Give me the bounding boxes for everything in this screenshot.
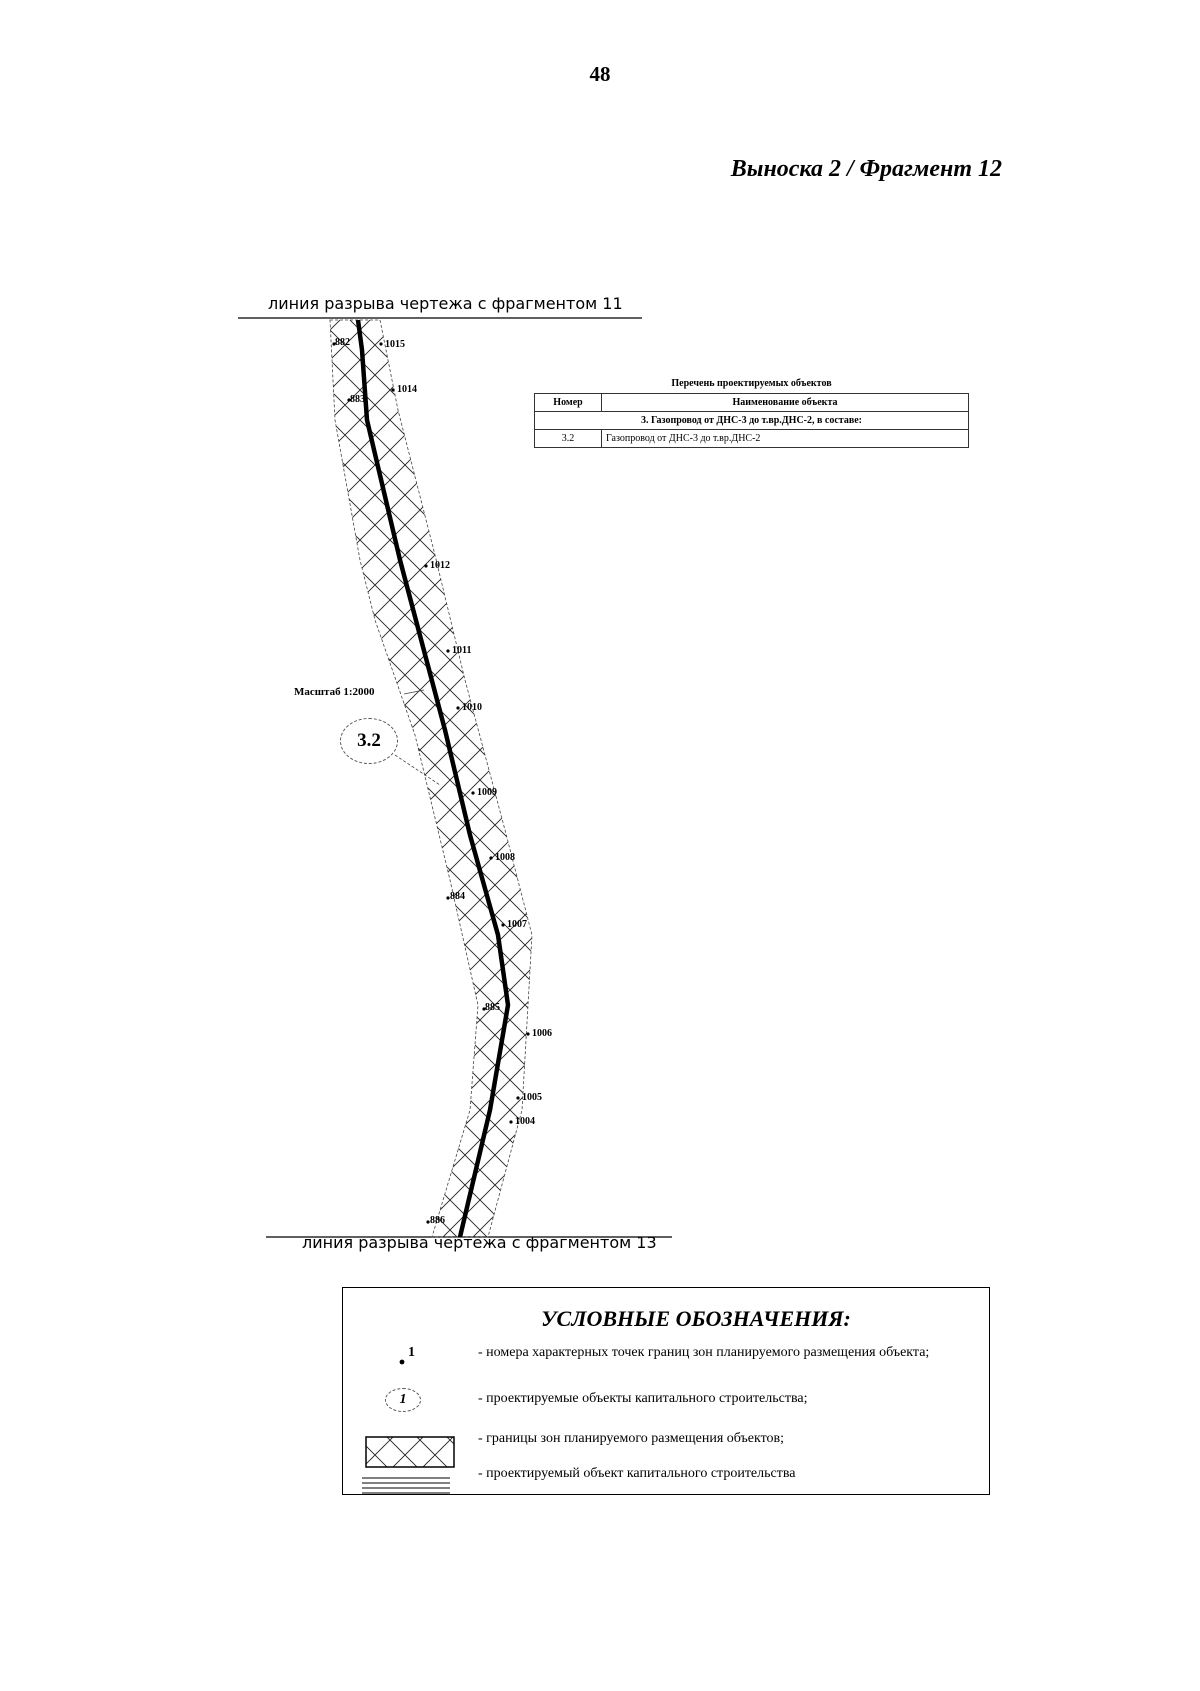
placement-zone: [329, 319, 533, 1238]
legend-title: УСЛОВНЫЕ ОБОЗНАЧЕНИЯ:: [541, 1306, 851, 1331]
point-label: 1005: [522, 1092, 542, 1103]
point-1008-marker: [489, 856, 493, 860]
point-label: 1006: [532, 1028, 552, 1039]
header-number: Номер: [534, 393, 602, 412]
point-label: 1007: [507, 919, 527, 930]
point-1014-marker: [391, 388, 395, 392]
legend-symbols: [362, 1359, 455, 1494]
point-882-marker: [332, 342, 336, 346]
page-number: 48: [589, 62, 611, 86]
object-leader: [394, 754, 441, 786]
point-label: 884: [450, 891, 465, 902]
point-1010-marker: [456, 706, 460, 710]
point-label: 883: [350, 394, 365, 405]
legend-zone-swatch: [365, 1436, 455, 1468]
objects-table: Номер Наименование объекта 3. Газопровод…: [534, 393, 969, 448]
point-label: 1004: [515, 1116, 535, 1127]
point-885-marker: [482, 1007, 486, 1011]
point-884-marker: [446, 896, 450, 900]
objects-table-title: Перечень проектируемых объектов: [671, 378, 832, 389]
point-label: 1014: [397, 384, 417, 395]
point-label: 1008: [495, 852, 515, 863]
break-line-bottom-label: линия разрыва чертежа с фрагментом 13: [302, 1233, 657, 1252]
scale-leader: [403, 689, 425, 695]
point-1012-marker: [424, 564, 428, 568]
point-label: 885: [485, 1002, 500, 1013]
point-label: 1011: [452, 645, 472, 656]
legend-item: - номера характерных точек границ зон пл…: [478, 1345, 930, 1360]
point-label: 886: [430, 1215, 445, 1226]
break-line-top-label: линия разрыва чертежа с фрагментом 11: [268, 294, 623, 313]
table-header-row: Номер Наименование объекта: [534, 393, 969, 412]
legend-object-badge: 1: [385, 1388, 421, 1412]
legend-item: - проектируемые объекты капитального стр…: [478, 1391, 808, 1406]
point-1005-marker: [516, 1096, 520, 1100]
objects-table-block: Перечень проектируемых объектов Номер На…: [534, 378, 969, 448]
point-1007-marker: [501, 923, 505, 927]
legend-point-number: 1: [408, 1345, 415, 1360]
legend-item: - границы зон планируемого размещения об…: [478, 1431, 785, 1446]
point-1004-marker: [509, 1120, 513, 1124]
point-label: 1010: [462, 702, 482, 713]
point-1015-marker: [379, 342, 383, 346]
point-label: 1009: [477, 787, 497, 798]
point-1011-marker: [446, 649, 450, 653]
header-name: Наименование объекта: [601, 393, 969, 412]
point-883-marker: [347, 398, 351, 402]
point-886-marker: [426, 1220, 430, 1224]
point-label: 882: [335, 337, 350, 348]
legend-point-dot: [399, 1359, 405, 1365]
legend-item: - проектируемый объект капитального стро…: [478, 1466, 796, 1481]
scale-label: Масштаб 1:2000: [294, 686, 375, 698]
legend-box: УСЛОВНЫЕ ОБОЗНАЧЕНИЯ: 1 - номера характе…: [342, 1287, 990, 1495]
table-row: 3.2 Газопровод от ДНС-3 до т.вр.ДНС-2: [534, 429, 969, 448]
group-title: 3. Газопровод от ДНС-3 до т.вр.ДНС-2, в …: [534, 411, 969, 430]
row-number: 3.2: [534, 429, 602, 448]
point-1009-marker: [471, 791, 475, 795]
point-1006-marker: [526, 1032, 530, 1036]
row-name: Газопровод от ДНС-3 до т.вр.ДНС-2: [601, 429, 969, 448]
point-markers: [332, 342, 530, 1224]
pipeline-axis: [355, 319, 511, 1238]
point-label: 1012: [430, 560, 450, 571]
callout-title: Выноска 2 / Фрагмент 12: [730, 156, 1002, 182]
point-label: 1015: [385, 339, 405, 350]
object-number-badge: 3.2: [340, 718, 398, 764]
table-group-row: 3. Газопровод от ДНС-3 до т.вр.ДНС-2, в …: [534, 411, 969, 430]
